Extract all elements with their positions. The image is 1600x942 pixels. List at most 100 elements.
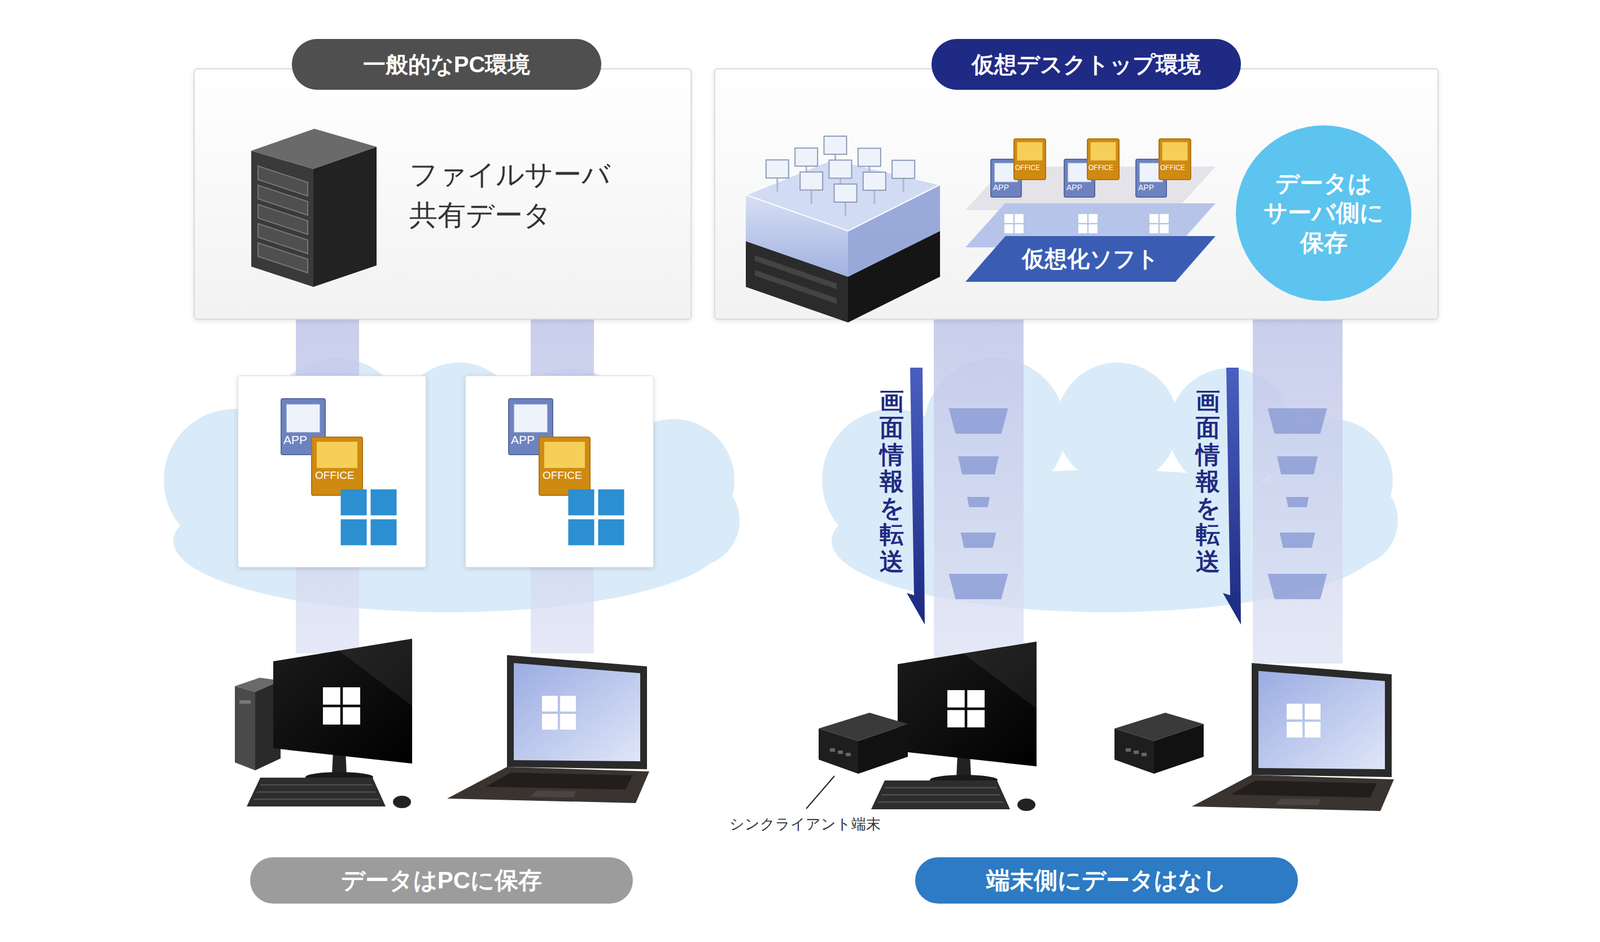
windows-pane bbox=[370, 518, 397, 545]
keyboard-row bbox=[881, 794, 1001, 796]
windows-pane bbox=[1014, 224, 1024, 234]
server-bay bbox=[258, 242, 308, 273]
thin-client-port bbox=[1133, 750, 1139, 754]
header-pill: 一般的なPC環境 bbox=[291, 38, 602, 90]
vm-monitor-stand bbox=[902, 178, 905, 192]
keyboard-row bbox=[884, 787, 998, 789]
windows-pane bbox=[1088, 213, 1098, 224]
windows-pane bbox=[967, 689, 985, 708]
icon-text: APP bbox=[510, 433, 535, 446]
windows-pane bbox=[322, 687, 341, 705]
windows-logo bbox=[322, 687, 361, 725]
icon-text: APP bbox=[1066, 183, 1083, 192]
windows-pane bbox=[1004, 213, 1014, 224]
desktop-pc bbox=[234, 638, 413, 808]
keyboard bbox=[246, 777, 386, 807]
software-band: 仮想化ソフト bbox=[965, 235, 1216, 282]
windows-pane bbox=[1004, 224, 1014, 234]
keyboard-row bbox=[253, 798, 379, 800]
transfer-column bbox=[933, 319, 1024, 664]
server-top bbox=[251, 128, 377, 169]
windows-pane bbox=[597, 518, 624, 545]
office-icon-page bbox=[544, 441, 585, 468]
laptop-keys bbox=[1230, 780, 1377, 798]
thin-client-port bbox=[829, 748, 836, 752]
circle-text: データは サーバ側に 保存 bbox=[1256, 168, 1392, 259]
screen-frame bbox=[1279, 532, 1316, 548]
laptop-pc bbox=[1191, 662, 1394, 811]
windows-pane bbox=[1159, 213, 1169, 224]
monitor bbox=[897, 641, 1037, 767]
vm-monitor bbox=[858, 148, 881, 167]
environment-panel: 一般的なPC環境ファイルサーバ 共有データ bbox=[193, 68, 692, 320]
pc-card: APPOFFICE bbox=[237, 375, 427, 568]
callout-label: シンクライアント端末 bbox=[729, 816, 881, 832]
windows-pane bbox=[1286, 703, 1303, 720]
transfer-column bbox=[530, 319, 594, 654]
transfer-column bbox=[1252, 319, 1343, 664]
windows-pane bbox=[568, 489, 595, 516]
screen-frame bbox=[1277, 456, 1318, 475]
windows-pane bbox=[1304, 703, 1321, 720]
header-pill: 仮想デスクトップ環境 bbox=[931, 38, 1241, 90]
vm-monitor-stand bbox=[810, 190, 813, 204]
summary-pill: 端末側にデータはなし bbox=[915, 857, 1298, 904]
app-icon-screen bbox=[513, 404, 548, 433]
windows-logo bbox=[947, 689, 985, 728]
windows-pane bbox=[1286, 721, 1303, 738]
illustration-group bbox=[508, 398, 625, 546]
icon-text: OFFICE bbox=[1160, 164, 1186, 172]
windows-pane bbox=[967, 709, 985, 728]
office-icon-body bbox=[1013, 138, 1046, 180]
windows-pane bbox=[342, 706, 361, 725]
thin-client bbox=[818, 712, 908, 774]
windows-pane bbox=[947, 709, 965, 728]
vm-monitor-stand bbox=[776, 177, 778, 192]
vertical-note: 画面情報を転送 bbox=[879, 387, 904, 575]
app-icon-screen bbox=[286, 404, 320, 433]
thin-client-port bbox=[1141, 752, 1147, 756]
office-icon bbox=[311, 436, 363, 496]
icon-text: OFFICE bbox=[1088, 164, 1114, 172]
keyboard-row bbox=[877, 801, 1004, 803]
windows-logo bbox=[1286, 703, 1321, 738]
thin-client-port bbox=[845, 752, 851, 756]
screen-frame bbox=[958, 456, 999, 475]
windows-pane bbox=[1149, 213, 1159, 224]
windows-pane bbox=[947, 689, 965, 708]
monitor-gloss bbox=[338, 638, 413, 706]
laptop-touchpad bbox=[530, 790, 576, 798]
screen-frame bbox=[949, 408, 1009, 434]
node-illustration bbox=[194, 69, 693, 321]
windows-pane bbox=[342, 687, 361, 705]
windows-pane bbox=[1078, 224, 1088, 234]
screen-frame bbox=[1286, 496, 1309, 507]
screen-frame bbox=[949, 573, 1009, 600]
windows-pane bbox=[1159, 224, 1169, 234]
laptop-touchpad bbox=[1275, 798, 1321, 806]
vm-server-slot bbox=[754, 269, 837, 304]
thin-client-port bbox=[1125, 748, 1131, 752]
windows-pane bbox=[1014, 213, 1024, 224]
laptop-keys bbox=[485, 772, 633, 790]
icon-text: APP bbox=[283, 433, 308, 446]
vm-monitor bbox=[829, 160, 852, 179]
pc-card: APPOFFICE bbox=[465, 375, 654, 568]
vm-monitor bbox=[766, 159, 789, 178]
icon-text: APP bbox=[993, 183, 1009, 192]
band-text: 仮想化ソフト bbox=[1021, 243, 1160, 275]
laptop-pc bbox=[447, 654, 650, 803]
windows-logo bbox=[1149, 213, 1169, 234]
screen-frame bbox=[960, 532, 997, 548]
vm-monitor-stand bbox=[873, 190, 876, 204]
office-icon-body bbox=[1159, 138, 1191, 180]
windows-pane bbox=[541, 713, 558, 730]
laptop-base bbox=[1191, 774, 1394, 811]
keyboard-row bbox=[256, 791, 377, 793]
down-arrow bbox=[906, 367, 925, 625]
office-icon bbox=[1013, 138, 1046, 180]
pill-text: データはPCに保存 bbox=[341, 864, 542, 896]
laptop-screen bbox=[1258, 670, 1385, 769]
